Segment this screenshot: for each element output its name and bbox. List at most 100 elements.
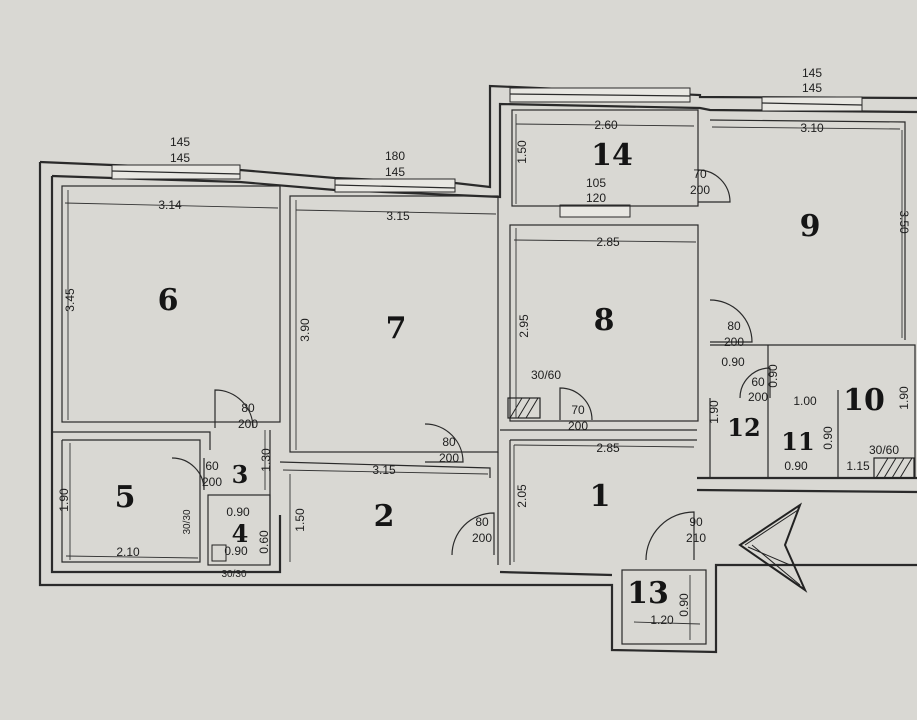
room-2-width: 3.15	[372, 463, 396, 477]
room-5-label: 5	[115, 480, 136, 515]
outer-wall-left-inner	[50, 176, 282, 574]
room-10-length: 1.90	[897, 386, 911, 410]
door-room-6	[214, 389, 254, 429]
room-8-width: 2.85	[596, 235, 620, 249]
door-room-3	[171, 457, 205, 491]
room-12-length: 1.90	[707, 400, 721, 424]
room-10-bottom-width: 1.15	[846, 459, 870, 473]
room-14-width: 2.60	[594, 118, 618, 132]
room-11-top-width: 0.90	[721, 355, 745, 369]
room-7-length: 3.90	[298, 318, 312, 342]
door-3-width: 60	[205, 459, 219, 473]
window-9-height: 145	[802, 81, 822, 95]
entrance-arrow-icon	[738, 502, 808, 593]
room-4-top-width: 0.90	[226, 505, 250, 519]
wall-right-lower-2	[696, 488, 917, 494]
room-1-length: 2.05	[515, 484, 529, 508]
door-2-height: 200	[472, 531, 492, 545]
room-5-outline	[52, 431, 211, 450]
room-6-label: 6	[158, 283, 179, 318]
room-9-outline	[709, 119, 906, 340]
door-room-2	[451, 512, 495, 556]
door-11-width: 60	[751, 375, 765, 389]
room-3-label: 3	[232, 460, 249, 489]
room-7-label: 7	[386, 311, 407, 346]
shaft-5-size: 30/30	[182, 509, 193, 534]
outer-wall-left	[38, 162, 917, 654]
door-room-8	[559, 387, 593, 421]
room-14-outline	[511, 109, 699, 207]
room-1-label: 1	[590, 479, 611, 514]
door-7-width: 80	[442, 435, 456, 449]
room-6-width: 3.14	[158, 198, 182, 212]
door-room-7	[424, 423, 464, 463]
door-9-width: 80	[727, 319, 741, 333]
window-7-height: 145	[385, 165, 405, 179]
window-8-width: 105	[586, 176, 606, 190]
room-9-label: 9	[800, 209, 821, 244]
door-entrance	[645, 511, 695, 561]
room-2-label: 2	[374, 499, 395, 534]
room-8-outline	[509, 224, 699, 422]
window-6-height: 145	[170, 151, 190, 165]
door-3-height: 200	[202, 475, 222, 489]
window-9-width: 145	[802, 66, 822, 80]
room-14-length: 1.50	[515, 140, 529, 164]
room-11-length: 0.90	[821, 426, 835, 450]
room-7-outline	[289, 195, 499, 453]
door-14-height: 200	[690, 183, 710, 197]
shaft-10-size: 30/60	[869, 443, 899, 457]
room-4-width: 0.90	[224, 544, 248, 558]
room-13-width: 1.20	[650, 613, 674, 627]
door-room-11	[739, 367, 771, 399]
room-13-outline	[621, 569, 707, 645]
door-9-height: 200	[724, 335, 744, 349]
wall-front	[499, 570, 613, 577]
room-9-width: 3.10	[800, 121, 824, 135]
room-14-label: 14	[591, 138, 633, 173]
door-2-width: 80	[475, 515, 489, 529]
window-8-height: 120	[586, 191, 606, 205]
room-10-outline	[768, 344, 916, 478]
door-8-height: 200	[568, 419, 588, 433]
shaft-4-size: 30/30	[221, 569, 246, 580]
room-4-label: 4	[232, 519, 249, 548]
room-5-length: 1.90	[57, 488, 71, 512]
room-9-length: 3.50	[897, 210, 911, 234]
room-13-length: 0.90	[677, 593, 691, 617]
room-6-length: 3.45	[63, 288, 77, 312]
door-6-width: 80	[241, 401, 255, 415]
room-7-width: 3.15	[386, 209, 410, 223]
shaft-room-10	[873, 457, 915, 479]
room-5-inner	[61, 439, 201, 563]
room-8-length: 2.95	[517, 314, 531, 338]
door-11-height: 200	[748, 390, 768, 404]
room-1-width: 2.85	[596, 441, 620, 455]
shaft-room-8	[507, 397, 541, 419]
room-2-length: 1.50	[293, 508, 307, 532]
room-11-width: 0.90	[784, 459, 808, 473]
shaft-8-size: 30/60	[531, 368, 561, 382]
room-8-label: 8	[594, 303, 615, 338]
window-6-width: 145	[170, 135, 190, 149]
room-13-label: 13	[627, 576, 669, 611]
room-11-side: 0.90	[766, 364, 780, 388]
room-4-length: 0.60	[257, 530, 271, 554]
door-8-width: 70	[571, 403, 585, 417]
shaft-room-4	[211, 544, 227, 562]
window-room-8	[559, 204, 631, 218]
door-room-14	[697, 169, 731, 203]
room-3-length: 1.30	[259, 448, 273, 472]
door-14-width: 70	[693, 167, 707, 181]
door-7-height: 200	[439, 451, 459, 465]
entrance-door-width: 90	[689, 515, 703, 529]
room-6-outline	[61, 185, 281, 423]
door-room-9	[709, 299, 753, 343]
door-6-height: 200	[238, 417, 258, 431]
entrance-door-height: 210	[686, 531, 706, 545]
room-10-label: 10	[843, 383, 885, 418]
room-10-width: 1.00	[793, 394, 817, 408]
window-7-width: 180	[385, 149, 405, 163]
room-2-outline	[279, 461, 491, 478]
